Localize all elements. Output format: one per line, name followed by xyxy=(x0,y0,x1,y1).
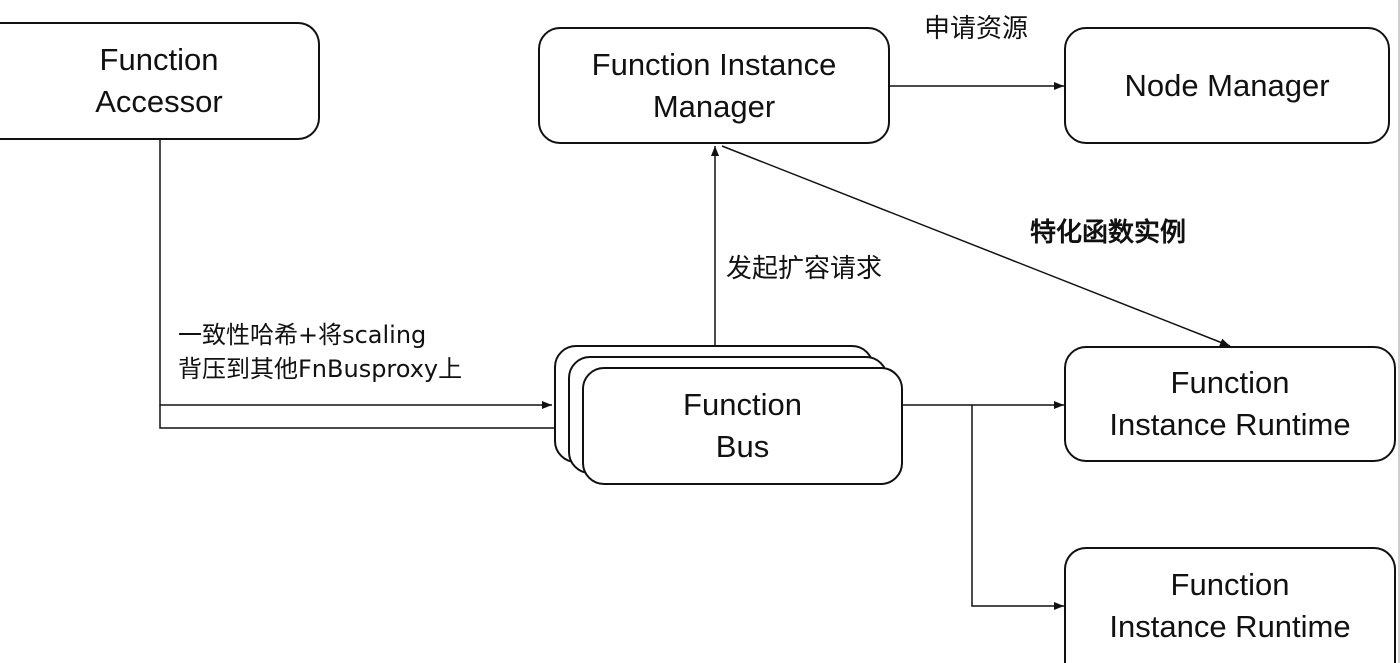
request-resources-label: 申请资源 xyxy=(924,14,1029,44)
instance-manager-to-runtime-connector xyxy=(721,145,1231,347)
function-bus-line-1: Function xyxy=(683,387,802,422)
function-accessor-box: Function Accessor xyxy=(0,22,320,140)
function-instance-manager-box: Function Instance Manager xyxy=(538,27,890,144)
function-bus-box: Function Bus xyxy=(582,367,903,485)
function-instance-manager-line-1: Function Instance xyxy=(591,46,837,82)
function-accessor-line-1: Function xyxy=(99,42,219,77)
function-instance-manager-line-2: Manager xyxy=(652,88,776,124)
bus-to-runtime-2-connector xyxy=(971,405,1064,610)
consistent-hash-label: 一致性哈希+将scaling 背压到其他FnBusproxy上 xyxy=(178,318,462,386)
right-edge-divider xyxy=(1398,0,1400,663)
function-instance-runtime-2-line-1: Function xyxy=(1170,567,1290,602)
function-instance-runtime-1-box: Function Instance Runtime xyxy=(1064,346,1396,462)
scale-request-label: 发起扩容请求 xyxy=(726,254,883,284)
node-manager-label: Node Manager xyxy=(1124,67,1330,103)
function-instance-runtime-2-box: Function Instance Runtime xyxy=(1064,547,1396,663)
function-bus-line-2: Bus xyxy=(715,429,770,464)
consistent-hash-label-line-2: 背压到其他FnBusproxy上 xyxy=(178,355,463,383)
function-instance-runtime-1-line-1: Function xyxy=(1170,365,1290,400)
function-instance-runtime-1-line-2: Instance Runtime xyxy=(1109,407,1351,442)
function-accessor-line-2: Accessor xyxy=(95,84,223,119)
consistent-hash-label-line-1: 一致性哈希+将scaling xyxy=(178,321,427,349)
function-instance-runtime-2-line-2: Instance Runtime xyxy=(1109,609,1351,644)
specialize-instance-label: 特化函数实例 xyxy=(1030,218,1187,248)
node-manager-box: Node Manager xyxy=(1064,27,1390,144)
accessor-to-bus-connector-b xyxy=(159,405,582,432)
